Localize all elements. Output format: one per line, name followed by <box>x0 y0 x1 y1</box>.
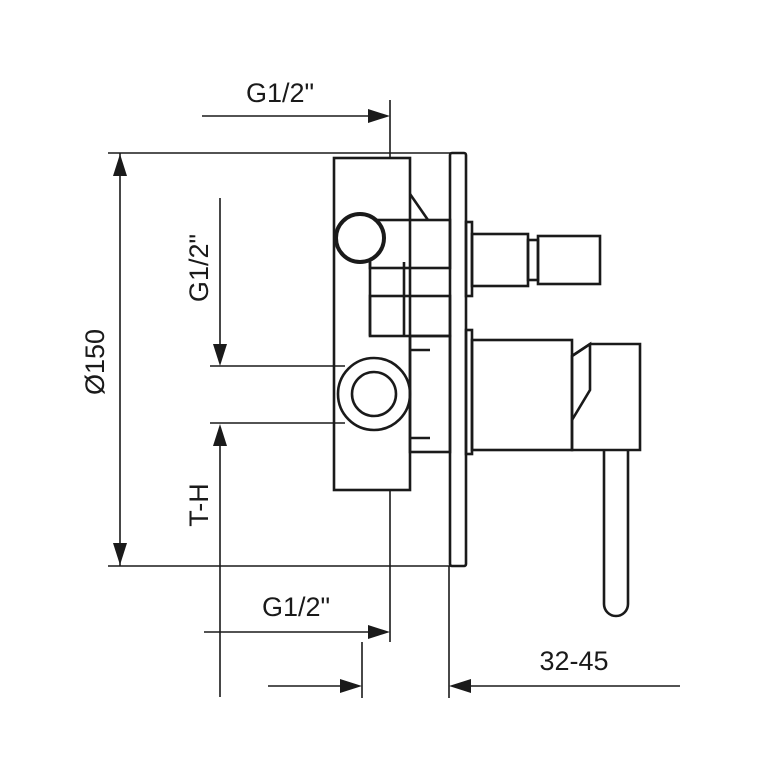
diameter-label: Ø150 <box>80 329 110 395</box>
top-thread-dimension: G1/2" <box>202 78 391 158</box>
left-thread-label: G1/2" <box>184 234 214 302</box>
diameter-dimension: Ø150 <box>80 152 452 567</box>
upper-outlet <box>334 193 452 270</box>
diverter-knob <box>464 220 602 298</box>
depth-dimension: 32-45 <box>268 566 680 698</box>
height-label: T-H <box>184 483 214 527</box>
top-thread-label: G1/2" <box>246 78 314 108</box>
depth-label: 32-45 <box>539 646 608 676</box>
lower-inlet <box>336 334 452 454</box>
left-thread-dimension: G1/2" <box>184 198 345 424</box>
valve-body-outline <box>332 151 642 618</box>
cover-plate <box>448 151 468 568</box>
lever-handle <box>464 328 642 618</box>
bottom-thread-label: G1/2" <box>262 592 330 622</box>
height-dimension: T-H <box>184 424 227 697</box>
bottom-thread-dimension: G1/2" <box>204 490 391 642</box>
